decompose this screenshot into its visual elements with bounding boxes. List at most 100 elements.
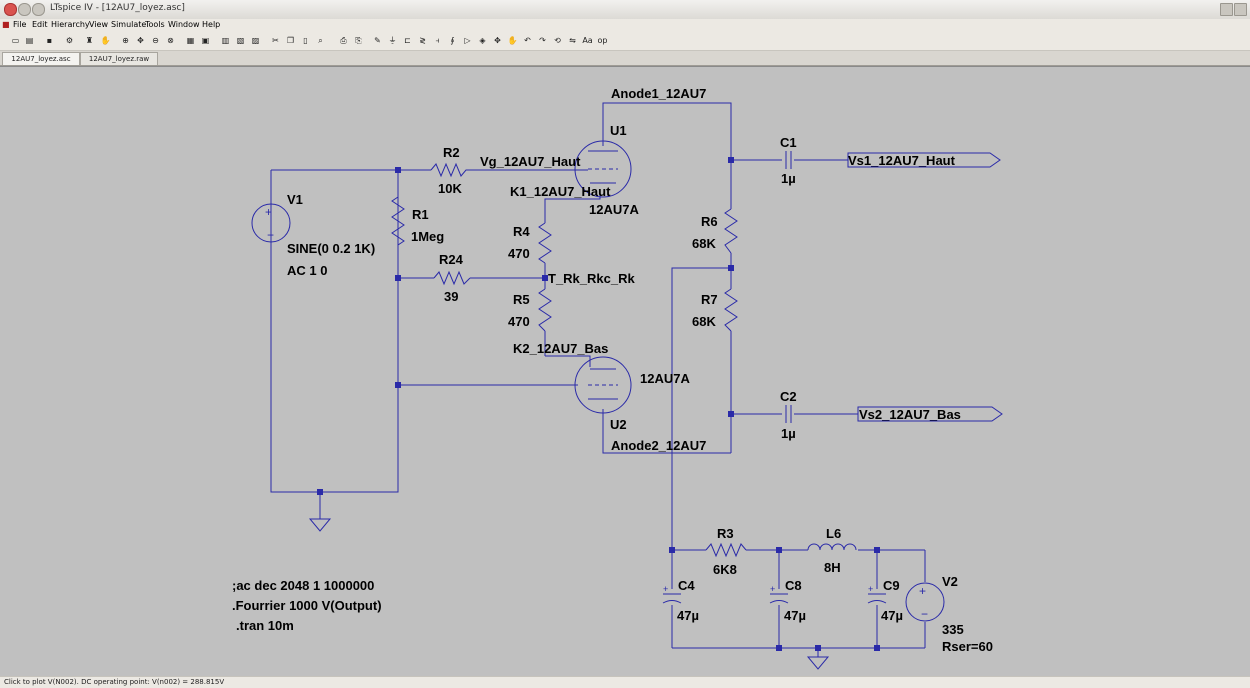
r3-value[interactable]: 6K8 bbox=[713, 562, 737, 577]
tab-schematic[interactable]: 12AU7_loyez.asc bbox=[2, 52, 80, 65]
net-label-k1[interactable]: K1_12AU7_Haut bbox=[510, 184, 611, 199]
move-icon[interactable]: ✥ bbox=[494, 36, 501, 45]
new-schematic-icon[interactable]: ▭ bbox=[11, 36, 20, 45]
v1-ac[interactable]: AC 1 0 bbox=[287, 263, 327, 278]
tile-icon[interactable]: ▥ bbox=[221, 36, 230, 45]
zoom-out-icon[interactable]: ⊖ bbox=[152, 36, 159, 45]
tab-waveform[interactable]: 12AU7_loyez.raw bbox=[80, 52, 158, 65]
c4-name[interactable]: C4 bbox=[678, 578, 695, 593]
v2-name[interactable]: V2 bbox=[942, 574, 958, 589]
r6-value[interactable]: 68K bbox=[692, 236, 716, 251]
run-icon[interactable]: ♜ bbox=[85, 36, 94, 45]
directive-tran[interactable]: .tran 10m bbox=[236, 618, 294, 633]
zoom-in-icon[interactable]: ⊕ bbox=[122, 36, 129, 45]
menu-edit[interactable]: Edit bbox=[32, 20, 48, 29]
c9-name[interactable]: C9 bbox=[883, 578, 900, 593]
app-menu-icon[interactable] bbox=[4, 3, 17, 16]
port-vs1[interactable]: Vs1_12AU7_Haut bbox=[848, 153, 956, 168]
resistor-icon[interactable]: ≷ bbox=[419, 36, 426, 45]
menu-hierarchy[interactable]: Hierarchy bbox=[51, 20, 90, 29]
r7-name[interactable]: R7 bbox=[701, 292, 718, 307]
r4-name[interactable]: R4 bbox=[513, 224, 530, 239]
c1-value[interactable]: 1µ bbox=[781, 171, 796, 186]
directive-fourier[interactable]: .Fourrier 1000 V(Output) bbox=[232, 598, 382, 613]
u2-name[interactable]: U2 bbox=[610, 417, 627, 432]
menu-simulate[interactable]: Simulate bbox=[111, 20, 147, 29]
r24-value[interactable]: 39 bbox=[444, 289, 458, 304]
c4-value[interactable]: 47µ bbox=[677, 608, 699, 623]
inductor-icon[interactable]: ∮ bbox=[450, 36, 455, 45]
print-icon[interactable]: ⎙ bbox=[340, 36, 347, 45]
minimize-icon[interactable] bbox=[18, 3, 31, 16]
r5-value[interactable]: 470 bbox=[508, 314, 530, 329]
fit-icon[interactable]: ▣ bbox=[201, 36, 210, 45]
c8-value[interactable]: 47µ bbox=[784, 608, 806, 623]
undo-icon[interactable]: ↶ bbox=[524, 36, 531, 45]
u1-model[interactable]: 12AU7A bbox=[589, 202, 639, 217]
u2-model[interactable]: 12AU7A bbox=[640, 371, 690, 386]
r1-value[interactable]: 1Meg bbox=[411, 229, 444, 244]
r2-name[interactable]: R2 bbox=[443, 145, 460, 160]
v2-value[interactable]: 335 bbox=[942, 622, 964, 637]
zoom-fit-icon[interactable]: ⊗ bbox=[167, 36, 174, 45]
doc-minimize-icon[interactable] bbox=[1220, 3, 1233, 16]
r5-name[interactable]: R5 bbox=[513, 292, 530, 307]
find-icon[interactable]: ⌕ bbox=[318, 36, 323, 45]
diode-icon[interactable]: ▷ bbox=[464, 36, 471, 45]
close-all-icon[interactable]: ▨ bbox=[251, 36, 260, 45]
r3-name[interactable]: R3 bbox=[717, 526, 734, 541]
text-icon[interactable]: Aa bbox=[582, 36, 593, 45]
menu-help[interactable]: Help bbox=[202, 20, 221, 29]
doc-restore-icon[interactable] bbox=[1234, 3, 1247, 16]
ground-icon[interactable]: ⏚ bbox=[388, 36, 397, 45]
cascade-icon[interactable]: ▧ bbox=[236, 36, 245, 45]
open-icon[interactable]: ▤ bbox=[25, 36, 34, 45]
port-vs2[interactable]: Vs2_12AU7_Bas bbox=[859, 407, 961, 422]
c2-value[interactable]: 1µ bbox=[781, 426, 796, 441]
control-panel-icon[interactable]: ⚙ bbox=[65, 36, 74, 45]
menu-window[interactable]: Window bbox=[168, 20, 200, 29]
menu-view[interactable]: View bbox=[89, 20, 108, 29]
redo-icon[interactable]: ↷ bbox=[539, 36, 546, 45]
draw-wire-icon[interactable]: ✎ bbox=[374, 36, 381, 45]
menu-tools[interactable]: Tools bbox=[145, 20, 165, 29]
mirror-icon[interactable]: ⇋ bbox=[569, 36, 576, 45]
label-net-icon[interactable]: ⊏ bbox=[404, 36, 411, 45]
paste-icon[interactable]: ▯ bbox=[303, 36, 308, 45]
halt-icon[interactable]: ✋ bbox=[100, 36, 111, 45]
pan-icon[interactable]: ✥ bbox=[137, 36, 144, 45]
l6-value[interactable]: 8H bbox=[824, 560, 841, 575]
schematic-canvas[interactable]: + − + − + + + V1 SINE(0 0.2 1K) AC 1 0 R… bbox=[0, 66, 1250, 677]
r1-name[interactable]: R1 bbox=[412, 207, 429, 222]
net-label-anode2[interactable]: Anode2_12AU7 bbox=[611, 438, 706, 453]
schematic-drawing[interactable]: + − + − + + + V1 SINE(0 0.2 1K) AC 1 0 R… bbox=[0, 67, 1250, 677]
r24-name[interactable]: R24 bbox=[439, 252, 464, 267]
v2-rser[interactable]: Rser=60 bbox=[942, 639, 993, 654]
directive-ac[interactable]: ;ac dec 2048 1 1000000 bbox=[232, 578, 374, 593]
c8-name[interactable]: C8 bbox=[785, 578, 802, 593]
c2-name[interactable]: C2 bbox=[780, 389, 797, 404]
v1-value[interactable]: SINE(0 0.2 1K) bbox=[287, 241, 375, 256]
net-label-anode1[interactable]: Anode1_12AU7 bbox=[611, 86, 706, 101]
copy-icon[interactable]: ❐ bbox=[286, 36, 295, 45]
capacitor-icon[interactable]: ⫞ bbox=[435, 36, 440, 45]
autorange-icon[interactable]: ▦ bbox=[186, 36, 195, 45]
cut-icon[interactable]: ✂ bbox=[272, 36, 279, 45]
net-label-vg[interactable]: Vg_12AU7_Haut bbox=[480, 154, 581, 169]
menu-file[interactable]: File bbox=[13, 20, 27, 29]
r4-value[interactable]: 470 bbox=[508, 246, 530, 261]
u1-name[interactable]: U1 bbox=[610, 123, 627, 138]
rotate-icon[interactable]: ⟲ bbox=[554, 36, 561, 45]
maximize-icon[interactable] bbox=[32, 3, 45, 16]
spice-directive-icon[interactable]: op bbox=[597, 36, 608, 45]
schematic-doc-icon[interactable]: ■ bbox=[2, 20, 10, 29]
component-icon[interactable]: ◈ bbox=[479, 36, 486, 45]
drag-icon[interactable]: ✋ bbox=[507, 36, 518, 45]
c1-name[interactable]: C1 bbox=[780, 135, 797, 150]
r7-value[interactable]: 68K bbox=[692, 314, 716, 329]
save-icon[interactable]: ▪ bbox=[46, 36, 53, 45]
net-label-k2[interactable]: K2_12AU7_Bas bbox=[513, 341, 608, 356]
r6-name[interactable]: R6 bbox=[701, 214, 718, 229]
l6-name[interactable]: L6 bbox=[826, 526, 841, 541]
net-label-trk[interactable]: T_Rk_Rkc_Rk bbox=[548, 271, 635, 286]
